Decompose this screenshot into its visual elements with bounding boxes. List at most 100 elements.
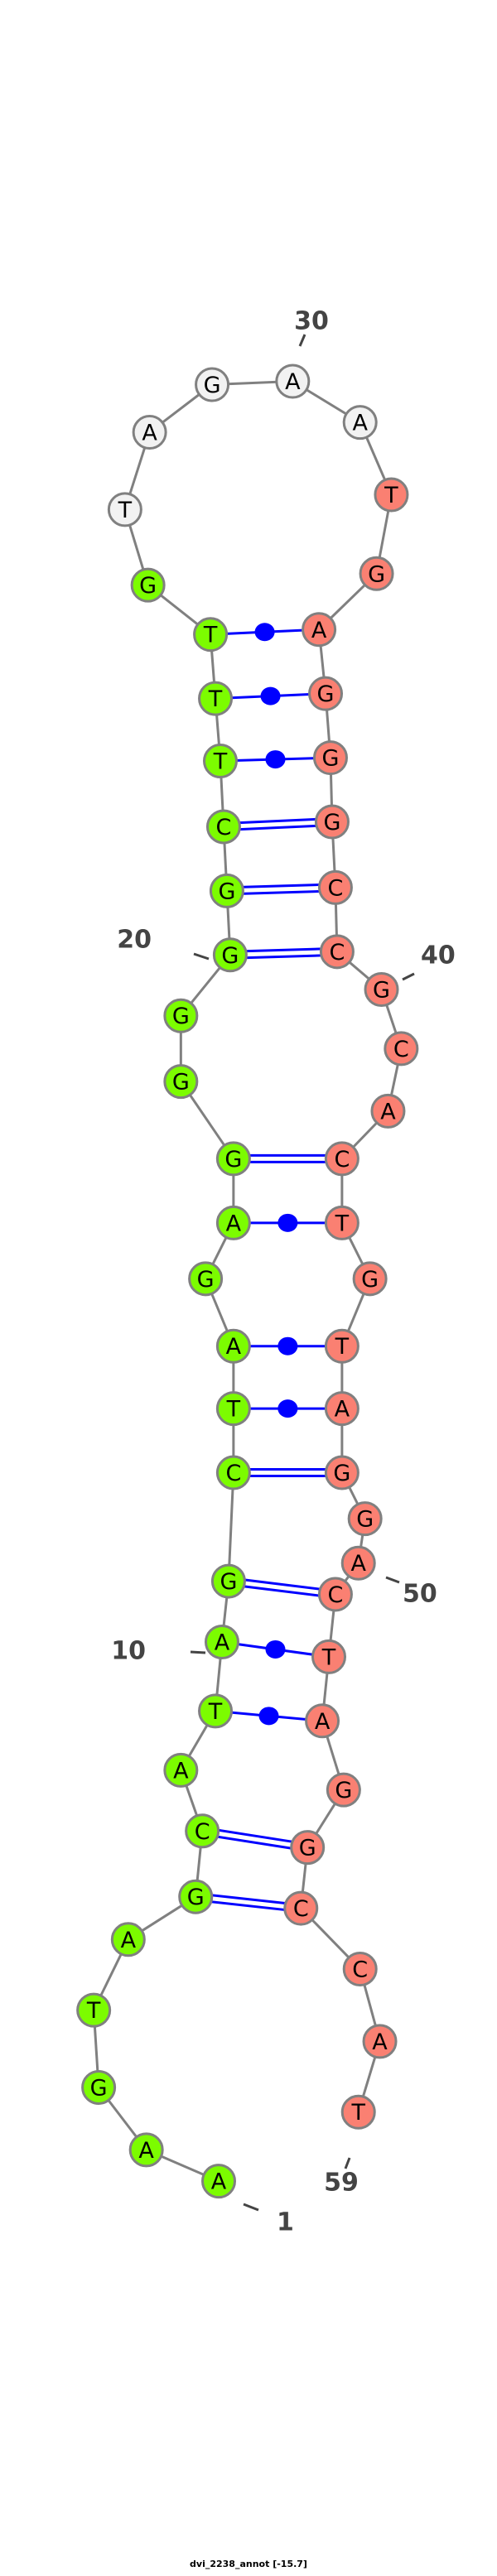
nucleotide-circle — [290, 1830, 326, 1866]
nucleotide-43: C — [324, 1141, 359, 1177]
nucleotide-circle — [163, 1064, 199, 1100]
nucleotide-letter: C — [195, 1819, 210, 1845]
pair-dot — [277, 1213, 298, 1232]
nucleotide-letter: A — [142, 421, 157, 446]
nucleotide-letter: A — [226, 1211, 242, 1236]
nucleotide-circle — [311, 1639, 346, 1674]
nucleotide-circle — [215, 1205, 251, 1240]
nucleotide-letter: T — [335, 1334, 350, 1360]
nucleotide-letter: G — [197, 1267, 215, 1293]
nucleotide-letter: T — [335, 1211, 350, 1236]
nucleotide-3: G — [81, 2069, 117, 2105]
nucleotide-8: A — [163, 1752, 199, 1788]
nucleotide-circle — [76, 1992, 112, 2028]
pair-dot — [277, 1399, 298, 1418]
nucleotide-letter: T — [321, 1644, 336, 1670]
nucleotide-31: A — [342, 405, 378, 441]
nucleotide-letter: A — [352, 411, 368, 436]
nucleotide-circle — [283, 1890, 319, 1926]
nucleotide-circle — [188, 1261, 224, 1297]
nucleotide-letter: G — [218, 879, 235, 904]
nucleotide-letter: G — [368, 561, 385, 587]
nucleotide-circle — [198, 681, 234, 716]
nucleotide-7: C — [185, 1813, 220, 1849]
nucleotide-circle — [384, 1031, 419, 1067]
nucleotide-59: T — [340, 2094, 376, 2130]
gc-pair-line — [201, 1832, 307, 1852]
nucleotide-letter: A — [211, 2169, 227, 2195]
nucleotide-circle — [201, 2164, 237, 2199]
nucleotide-letter: T — [208, 1699, 223, 1725]
base-pair-layer — [195, 623, 342, 1914]
nucleotide-51: C — [317, 1577, 353, 1612]
nucleotide-56: C — [283, 1890, 319, 1926]
nucleotide-2: A — [128, 2132, 164, 2168]
nucleotide-circle — [324, 1205, 359, 1240]
nucleotide-letter: G — [172, 1070, 190, 1095]
nucleotide-36: G — [312, 740, 348, 776]
nucleotide-circle — [205, 809, 241, 845]
nucleotide-circle — [317, 1577, 353, 1612]
nucleotide-1: A — [201, 2164, 237, 2199]
nucleotide-circle — [359, 556, 394, 591]
nucleotide-circle — [342, 405, 378, 441]
gc-pair-line — [229, 946, 337, 953]
nucleotide-circle — [163, 998, 199, 1033]
nucleotide-letter: G — [220, 1569, 237, 1595]
nucleotide-35: G — [308, 676, 344, 711]
gc-pair-line — [195, 1892, 302, 1907]
nucleotide-letter: G — [187, 1885, 205, 1910]
nucleotide-letter: G — [324, 810, 341, 835]
nucleotide-circle — [319, 934, 355, 970]
nucleotide-16: A — [215, 1205, 251, 1240]
nucleotide-18: G — [163, 1064, 199, 1100]
nucleotide-circle — [314, 804, 350, 840]
nucleotide-40: G — [364, 971, 399, 1007]
position-tick — [402, 972, 415, 981]
nucleotide-4: T — [76, 1992, 112, 2028]
nucleotide-28: A — [132, 415, 167, 450]
nucleotide-circle — [370, 1093, 406, 1129]
nucleotide-letter: G — [373, 977, 390, 1003]
nucleotide-circle — [374, 477, 409, 513]
nucleotide-letter: C — [293, 1896, 309, 1922]
nucleotide-circle — [317, 869, 353, 905]
pair-dot — [265, 1639, 286, 1659]
nucleotide-14: A — [215, 1328, 251, 1364]
position-label: 59 — [324, 2169, 359, 2198]
nucleotide-letter: T — [118, 498, 133, 523]
nucleotide-19: G — [163, 998, 199, 1033]
pair-dot — [254, 623, 275, 642]
nucleotide-letter: A — [285, 369, 301, 395]
nucleotide-circle — [185, 1813, 220, 1849]
nucleotide-letter: T — [208, 686, 223, 712]
nucleotide-circle — [202, 744, 238, 779]
nucleotide-circle — [324, 1328, 359, 1364]
pair-dot — [265, 750, 286, 769]
nucleotide-circle — [178, 1879, 214, 1914]
nucleotide-circle — [215, 1391, 251, 1427]
nucleotide-29: G — [195, 367, 230, 402]
nucleotide-53: A — [305, 1703, 340, 1739]
nucleotide-letter: A — [226, 1334, 242, 1360]
nucleotide-48: G — [324, 1455, 359, 1490]
nucleotide-letter: T — [384, 483, 398, 508]
nucleotide-letter: C — [329, 940, 345, 965]
nucleotide-44: T — [324, 1205, 359, 1240]
nucleotide-letter: C — [334, 1147, 350, 1172]
gc-pair-line — [202, 1826, 309, 1846]
pair-dot — [260, 686, 281, 705]
nucleotide-26: G — [130, 567, 166, 603]
nucleotide-49: G — [347, 1501, 383, 1537]
nucleotide-circle — [215, 1141, 251, 1177]
nucleotide-letter: T — [350, 2100, 365, 2126]
nucleotide-circle — [326, 1772, 361, 1808]
nucleotide-10: A — [204, 1625, 239, 1660]
gc-pair-line — [229, 1577, 336, 1592]
nucleotide-letter: G — [322, 746, 340, 772]
position-label: 50 — [403, 1580, 437, 1609]
pair-dot — [277, 1336, 298, 1355]
nucleotide-11: G — [210, 1563, 246, 1599]
nucleotide-25: T — [193, 617, 229, 652]
